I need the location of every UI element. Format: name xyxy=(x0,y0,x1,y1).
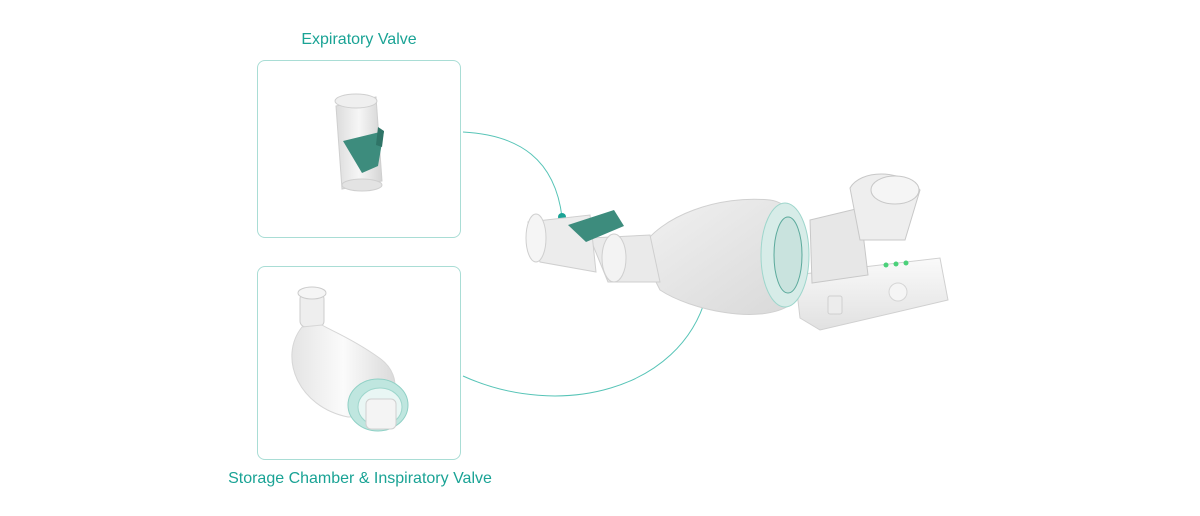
expiratory-valve-image xyxy=(334,93,384,192)
status-led-3 xyxy=(903,260,909,266)
storage-chamber-label: Storage Chamber & Inspiratory Valve xyxy=(228,470,492,487)
status-led-1 xyxy=(883,262,889,268)
storage-chamber-image xyxy=(291,286,409,432)
storage-chamber-card xyxy=(257,266,461,460)
expiratory-valve-card xyxy=(257,60,461,238)
status-led-2 xyxy=(893,261,899,267)
expiratory-valve-label: Expiratory Valve xyxy=(301,31,417,48)
